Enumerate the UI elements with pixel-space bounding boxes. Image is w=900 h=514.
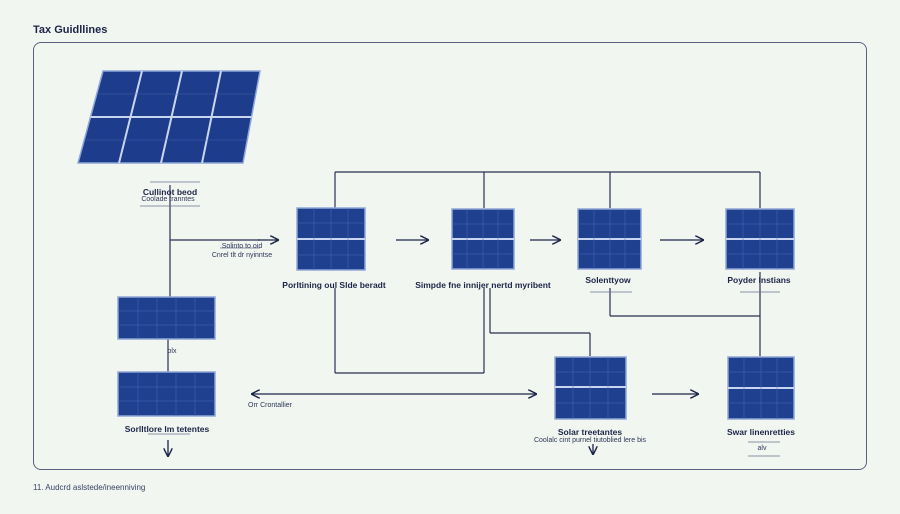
panel-1-label: Porltining oul Slde beradt xyxy=(282,280,386,290)
panel-bottom-right xyxy=(727,356,795,420)
connector-lines xyxy=(167,171,761,374)
bottom-center-label: Solar treetantes xyxy=(557,427,623,437)
diagram-frame xyxy=(33,42,867,470)
solar-panel-large xyxy=(77,70,261,164)
panel-4 xyxy=(725,208,795,270)
panel-2-label: Simpde fne innijer nertd myribent xyxy=(415,280,551,290)
panel-3-label: Solenttyow xyxy=(585,275,631,285)
panel-4-label: Poyder lnstians xyxy=(727,275,791,285)
bottom-right-sublabel: alv xyxy=(757,445,767,452)
left-bottom-label: Sorlltlore lm tetentes xyxy=(124,424,210,434)
top-panel-subtitle: Coolade tranntes xyxy=(141,196,195,203)
arrow-label-line1: Solinto to oid xyxy=(221,243,263,250)
arrow-label-line2: Cnrel tlt dr nyinntse xyxy=(211,252,273,259)
bottom-center-sublabel: Coolalc cint purnel tiutoblied lere bis xyxy=(533,437,647,444)
panel-3 xyxy=(577,208,642,270)
panel-1 xyxy=(296,207,366,271)
panel-bottom-center xyxy=(554,356,627,420)
top-panel-title: Cullinot beod xyxy=(142,187,198,197)
panel-left-top xyxy=(117,296,216,340)
footer-note: 11. Audcrd aslstede/ineenniving xyxy=(33,483,146,492)
panel-left-bottom xyxy=(117,371,216,417)
bottom-right-label: Swar linenretties xyxy=(726,427,796,437)
left-small-label: olx xyxy=(167,348,177,355)
panel-2 xyxy=(451,208,515,270)
bidirectional-arrow-label: Orr Crontallier xyxy=(248,402,292,409)
page-title: Tax Guidllines xyxy=(33,24,108,36)
